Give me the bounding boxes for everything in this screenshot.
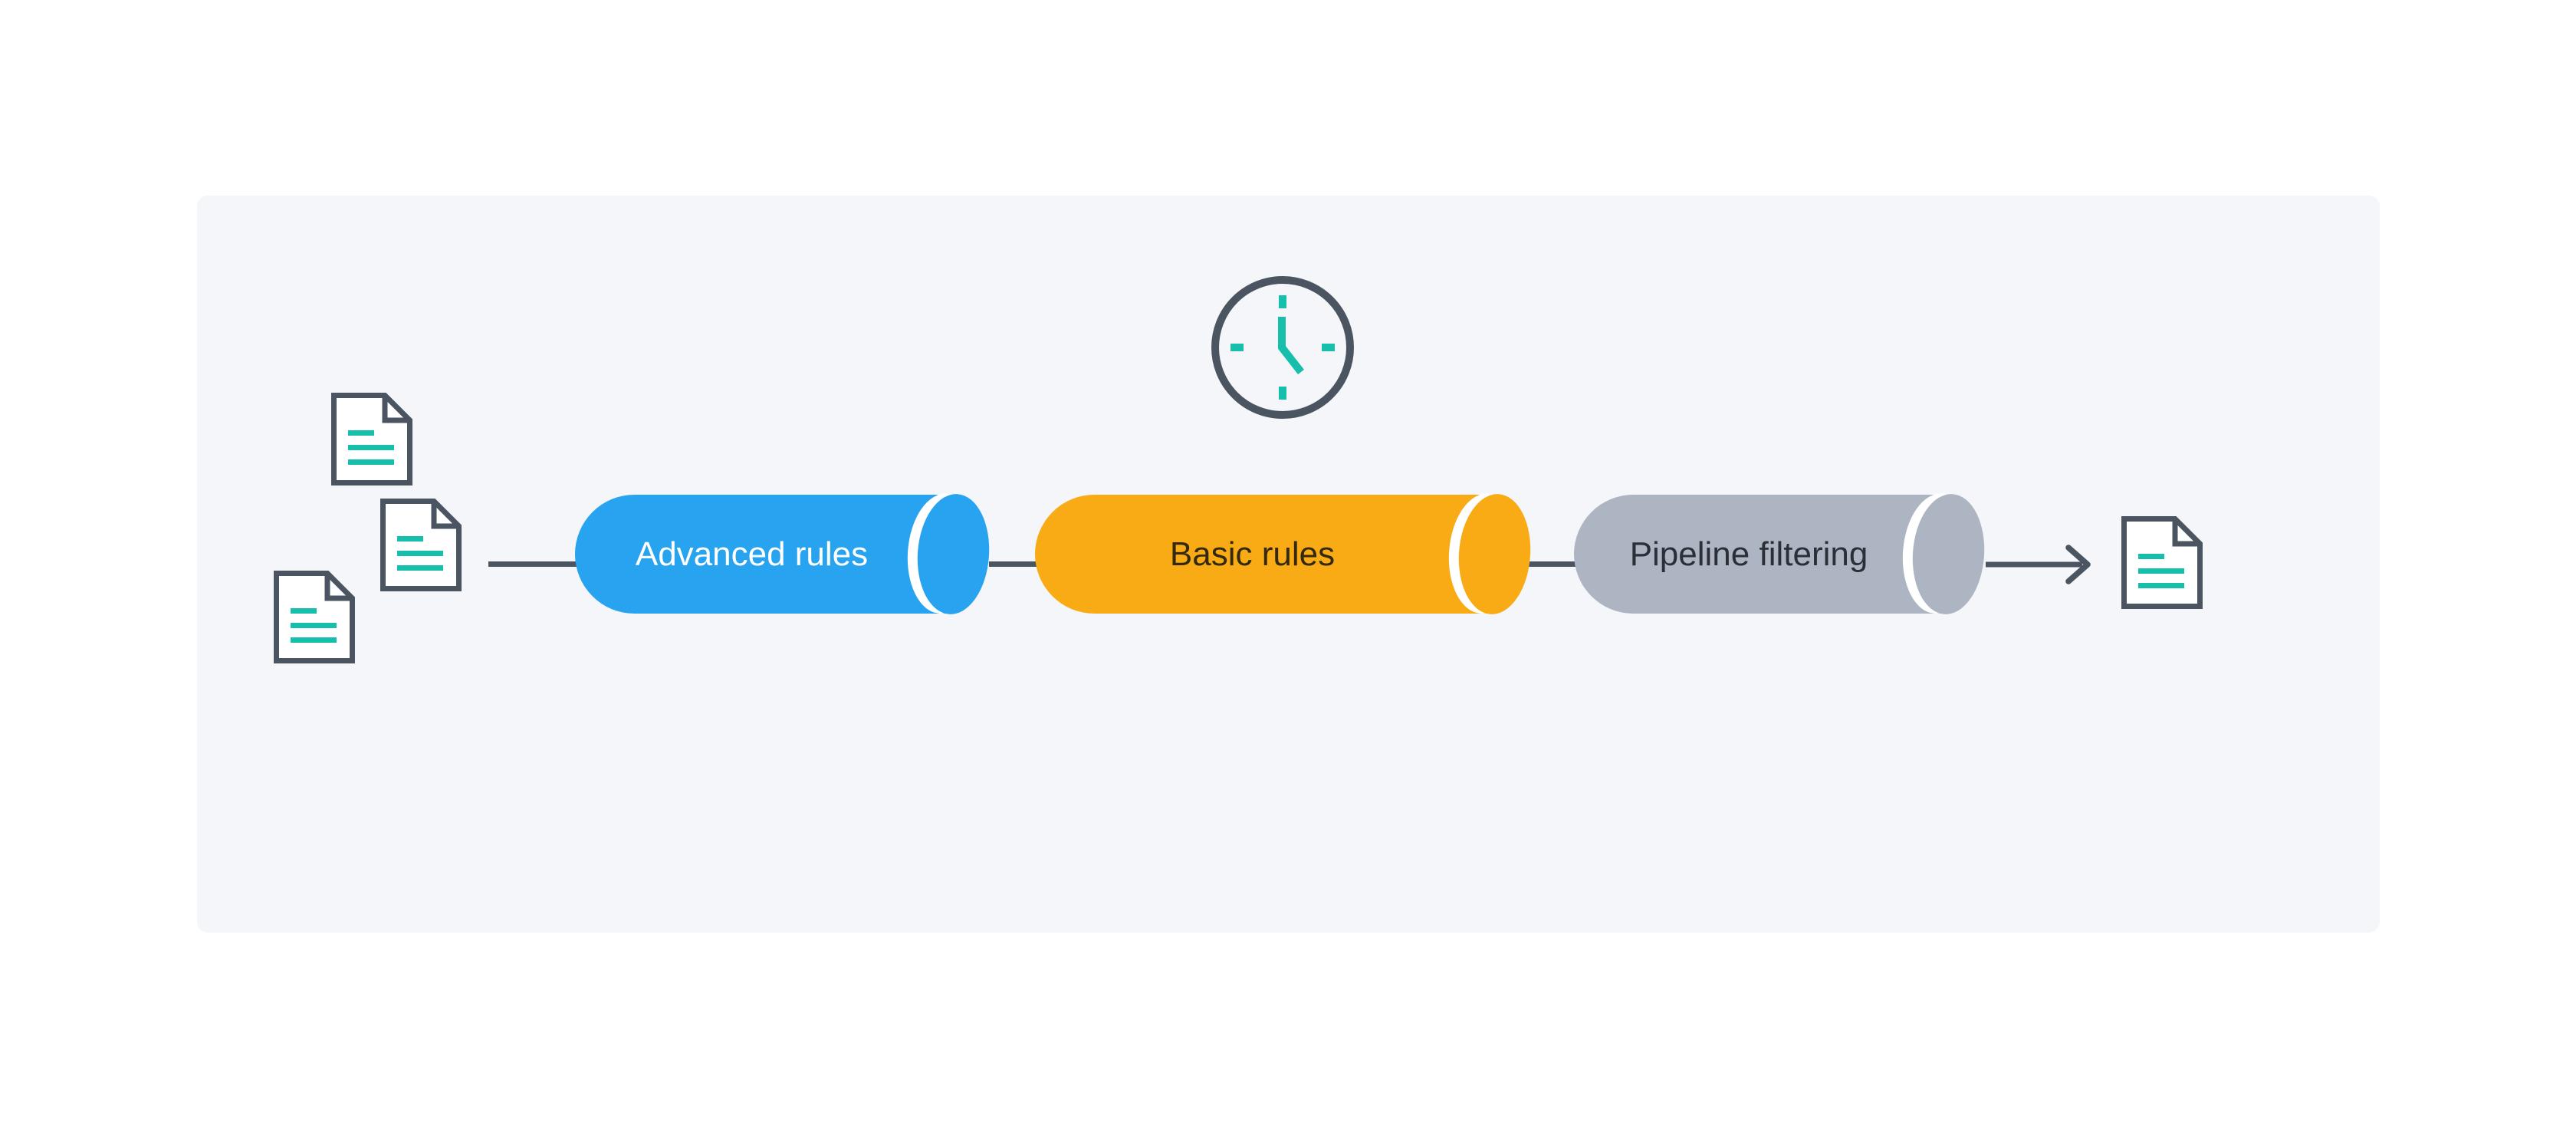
stage-pipeline-filtering: Pipeline filtering bbox=[1574, 495, 1948, 614]
stage-basic-rules: Basic rules bbox=[1035, 495, 1494, 614]
input-document-icon bbox=[380, 499, 462, 591]
connector-line bbox=[1528, 561, 1576, 567]
input-document-icon bbox=[331, 393, 412, 486]
stage-label: Pipeline filtering bbox=[1629, 535, 1868, 573]
stage-label: Advanced rules bbox=[635, 535, 869, 573]
clock-icon bbox=[1206, 271, 1359, 424]
stage-advanced-rules: Advanced rules bbox=[575, 495, 953, 614]
connector-line bbox=[989, 561, 1037, 567]
arrow-right-icon bbox=[1984, 534, 2095, 595]
output-document-icon bbox=[2121, 516, 2203, 609]
input-document-icon bbox=[274, 571, 355, 663]
connector-line bbox=[488, 561, 577, 567]
stage-label: Basic rules bbox=[1169, 535, 1336, 573]
